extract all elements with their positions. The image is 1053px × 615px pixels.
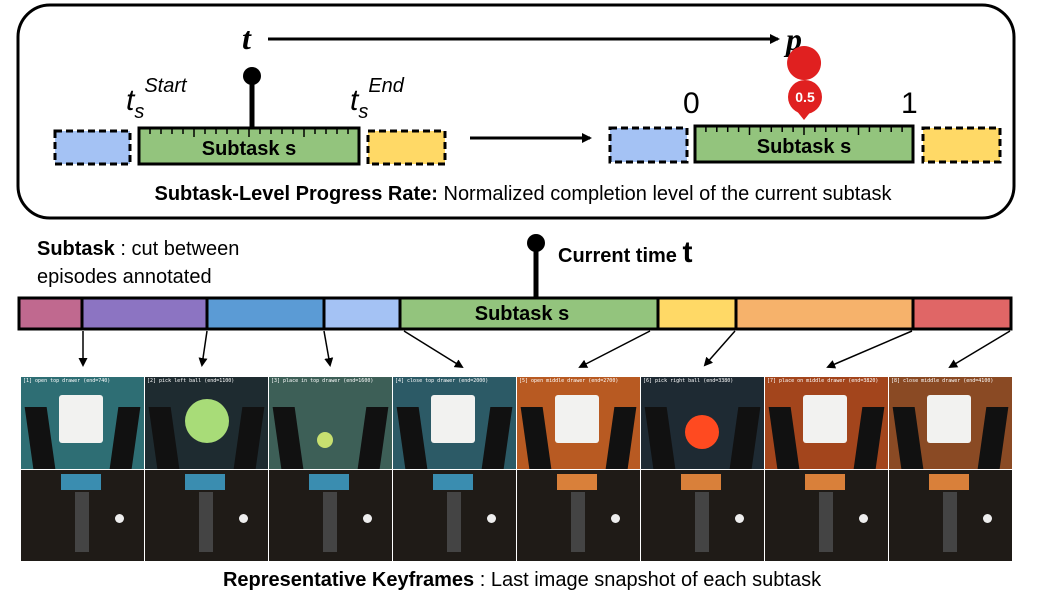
manipulated-object — [803, 395, 847, 443]
timeline-segment — [205, 296, 326, 331]
wrist-camera-view: [8] close middle drawer (end=4100) — [889, 377, 1012, 469]
right-subtask-label: Subtask s — [757, 136, 851, 158]
keyframe-image: [5] open middle drawer (end=2700) — [517, 377, 640, 561]
left-subtask-ticks — [149, 128, 349, 137]
left-prev-subtask-box — [53, 129, 132, 166]
keyframe-image: [1] open top drawer (end=740) — [21, 377, 144, 561]
left-subtask-label: Subtask s — [202, 138, 296, 160]
current-time-pin-head — [527, 234, 545, 252]
keyframe-image: [8] close middle drawer (end=4100) — [889, 377, 1012, 561]
t-label: t — [242, 20, 252, 56]
wrist-camera-view: [4] close top drawer (end=2000) — [393, 377, 516, 469]
timeline-segment — [17, 296, 84, 331]
keyframe-caption: [3] place in top drawer (end=1600) — [271, 378, 374, 384]
time-pin-head — [243, 67, 261, 85]
keyframe-arrow — [578, 330, 651, 368]
keyframes-caption: Representative Keyframes : Last image sn… — [223, 569, 822, 591]
keyframe-image: [3] place in top drawer (end=1600) — [269, 377, 392, 561]
keyframe-arrow — [323, 330, 334, 367]
right-next-subtask-box — [921, 126, 1002, 164]
overhead-camera-view — [765, 470, 888, 561]
keyframe-arrows — [78, 330, 1011, 369]
progress-marker-label: 0.5 — [795, 89, 815, 105]
keyframe-caption: [4] close top drawer (end=2000) — [395, 378, 489, 384]
keyframe-caption: [8] close middle drawer (end=4100) — [891, 378, 994, 384]
wrist-camera-view: [5] open middle drawer (end=2700) — [517, 377, 640, 469]
keyframe-arrow — [198, 330, 208, 367]
progress-rate-caption: Subtask-Level Progress Rate: Normalized … — [155, 183, 893, 205]
keyframe-caption: [5] open middle drawer (end=2700) — [519, 378, 619, 384]
overhead-camera-view — [889, 470, 1012, 561]
overhead-camera-view — [21, 470, 144, 561]
keyframe-caption: [2] pick left ball (end=1100) — [147, 378, 235, 384]
overhead-camera-view — [641, 470, 764, 561]
current-time-label: Current time t — [558, 236, 692, 269]
wrist-camera-view: [3] place in top drawer (end=1600) — [269, 377, 392, 469]
overhead-camera-view — [517, 470, 640, 561]
scale-one-label: 1 — [901, 87, 918, 120]
wrist-camera-view: [2] pick left ball (end=1100) — [145, 377, 268, 469]
keyframe-image: [6] pick right ball (end=3380) — [641, 377, 764, 561]
keyframe-caption: [1] open top drawer (end=740) — [23, 378, 111, 384]
progress-marker-pin — [787, 46, 822, 80]
keyframe-image: [2] pick left ball (end=1100) — [145, 377, 268, 561]
manipulated-object — [59, 395, 103, 443]
wrist-camera-view: [7] place on middle drawer (end=3820) — [765, 377, 888, 469]
ts-start-label: tsStart — [126, 75, 188, 123]
right-prev-subtask-box — [608, 126, 689, 164]
overhead-camera-view — [393, 470, 516, 561]
timeline-segment — [734, 296, 915, 331]
wrist-camera-view: [1] open top drawer (end=740) — [21, 377, 144, 469]
keyframe-caption: [7] place on middle drawer (end=3820) — [767, 378, 879, 384]
timeline-segment — [80, 296, 209, 331]
keyframe-caption: [6] pick right ball (end=3380) — [643, 378, 734, 384]
manipulated-object — [685, 415, 719, 449]
timeline-bar — [17, 296, 1013, 331]
timeline-segment — [656, 296, 738, 331]
subtask-note-line1: Subtask : cut between — [37, 238, 239, 260]
scale-zero-label: 0 — [683, 87, 700, 120]
keyframe-image: [7] place on middle drawer (end=3820) — [765, 377, 888, 561]
timeline-segment — [322, 296, 402, 331]
overhead-camera-view — [269, 470, 392, 561]
overhead-camera-view — [145, 470, 268, 561]
keyframe-arrow — [703, 330, 736, 367]
manipulated-object — [185, 399, 229, 443]
right-subtask-ticks — [705, 126, 903, 135]
left-next-subtask-box — [366, 129, 447, 166]
keyframe-arrow — [403, 330, 464, 369]
manipulated-object — [431, 395, 475, 443]
subtask-note-line2: episodes annotated — [37, 266, 212, 288]
keyframe-arrow — [948, 330, 1011, 369]
manipulated-object — [555, 395, 599, 443]
timeline-segment — [398, 296, 660, 331]
keyframe-arrow — [826, 330, 913, 369]
manipulated-object — [927, 395, 971, 443]
manipulated-object — [317, 432, 333, 448]
wrist-camera-view: [6] pick right ball (end=3380) — [641, 377, 764, 469]
ts-end-label: tsEnd — [350, 75, 405, 123]
keyframe-image: [4] close top drawer (end=2000) — [393, 377, 516, 561]
timeline-current-subtask-label: Subtask s — [475, 303, 569, 325]
timeline-segment — [911, 296, 1013, 331]
